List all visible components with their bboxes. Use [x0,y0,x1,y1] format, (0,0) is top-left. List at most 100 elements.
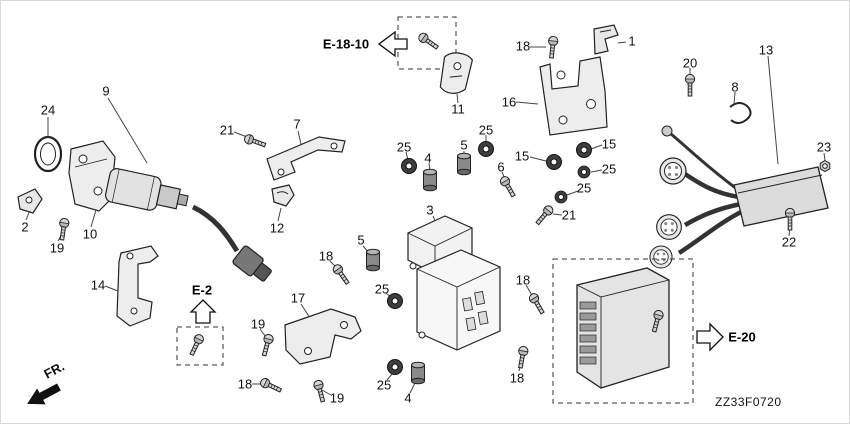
ring-terminal [661,125,673,137]
part-label-24: 24 [40,102,56,118]
relay-4-a [423,168,437,192]
part-label-21a: 21 [219,122,235,138]
stay-7 [242,132,346,181]
cover-11 [439,52,474,94]
fuse-box-3 [330,141,547,385]
part-bolt-19-c [312,378,328,404]
part-label-12: 12 [269,220,285,236]
part-bolt-19-a [56,217,70,241]
grommet-25-f [554,190,568,204]
part-bolt-20 [684,73,696,97]
ref-label-e20: E-20 [728,329,756,345]
connector-round-c [649,245,673,269]
part-label-10: 10 [82,226,98,242]
part-label-3: 3 [426,202,434,218]
part-label-22: 22 [781,234,797,250]
part-label-13: 13 [758,42,774,58]
part-bolt-18-a [258,376,284,396]
bracket-16 [539,35,608,136]
relay-5-a [457,152,471,176]
ring-24 [33,135,63,173]
part-label-7: 7 [293,116,301,132]
part-label-21b: 21 [561,207,577,223]
part-label-25e: 25 [601,161,617,177]
part-label-19c: 19 [329,390,345,406]
grommet-25-d [387,359,403,375]
part-label-4b: 4 [404,390,412,406]
part-bolt-21-b [533,203,556,227]
part-label-25b: 25 [396,139,412,155]
grommet-25-b [478,141,494,157]
grommet-25-c [387,293,403,309]
part-label-25d: 25 [376,377,392,393]
part-label-18c: 18 [515,38,531,54]
starter-solenoid-assembly [17,135,272,282]
part-label-19b: 19 [250,316,266,332]
part-label-5a: 5 [357,232,365,248]
part-label-18a: 18 [237,376,253,392]
fr-direction: FR. [27,359,67,405]
part-label-16: 16 [501,94,517,110]
arrow-left-icon [377,30,408,58]
grommet-25-a [401,158,417,174]
bracket-17 [258,308,362,404]
part-label-15a: 15 [514,148,530,164]
part-bolt-18-b [330,262,352,287]
part-label-18b: 18 [318,248,334,264]
part-bolt-18-c [527,291,547,316]
part-bolt-19-b [259,332,275,358]
part-label-25f: 25 [576,180,592,196]
ecu-e20-group [552,258,724,404]
clamp-12 [271,184,295,207]
part-bolt-22 [784,207,796,231]
part-label-15b: 15 [601,136,617,152]
solenoid-cable [191,204,240,253]
ref-e18-10-group [377,16,457,70]
part-label-17: 17 [290,290,306,306]
part-label-19a: 19 [49,240,65,256]
part-label-9: 9 [102,83,110,99]
ref-e2-group [176,299,224,366]
grommet-15-a [546,154,562,170]
part-bolt-6 [498,174,518,199]
part-label-5b: 5 [460,137,468,153]
part-bolt-21-a [242,132,268,150]
ref-label-e2: E-2 [191,282,213,298]
part-label-8: 8 [731,79,739,95]
part-label-25c: 25 [478,122,494,138]
part-label-2: 2 [21,219,29,235]
part-bolt-18-e [546,35,559,59]
part-bolt-18-d [515,345,530,370]
diagram-code: ZZ33F0720 [715,395,782,409]
solenoid-body-9 [105,168,189,211]
part-label-4a: 4 [424,150,432,166]
relay-5-b [366,248,380,272]
rectifier-harness-13 [649,73,831,269]
clamp-1 [593,24,619,55]
part-label-6: 6 [497,159,505,175]
grommet-15-b [576,142,592,158]
part-label-1: 1 [628,33,636,49]
part-label-25a: 25 [374,281,390,297]
part-label-18d: 18 [515,272,531,288]
part-label-14: 14 [90,277,106,293]
connector-round-a [659,157,687,185]
ecu-body [576,267,670,389]
part-bolt-e18 [416,30,441,52]
fr-label: FR. [41,359,67,382]
part-label-20: 20 [682,55,698,71]
connector-round-b [656,214,682,240]
grommet-25-e [577,165,591,179]
part-nut-23 [819,160,831,172]
fr-arrow-icon [27,383,61,405]
rectifier-box [733,166,829,227]
relay-4-b [411,361,425,385]
cable-connector [232,245,272,282]
arrow-right-icon [696,322,724,352]
arrow-up-icon [189,299,217,324]
part-label-18e: 18 [509,370,525,386]
clip-8 [729,102,752,124]
part-bolt-e2 [186,332,206,358]
